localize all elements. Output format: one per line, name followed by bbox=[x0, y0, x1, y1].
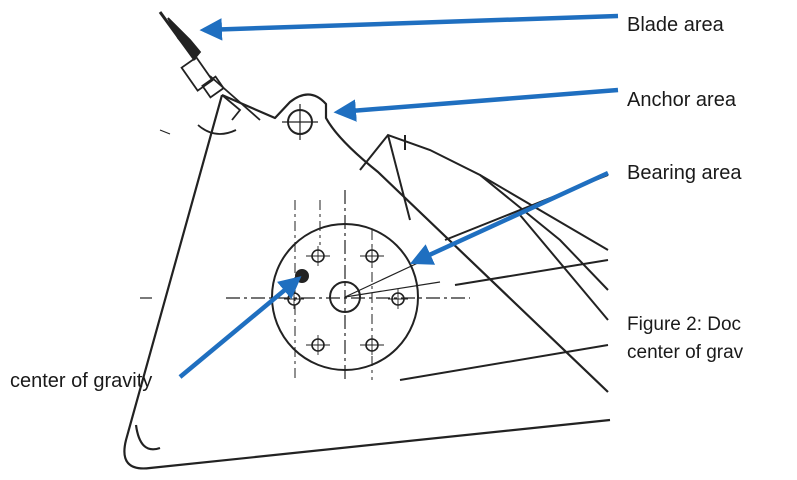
caption-line-1: Figure 2: Doc bbox=[627, 314, 742, 335]
beam-structure bbox=[359, 133, 609, 381]
caption-line-2: center of grav bbox=[627, 342, 744, 363]
blade-mechanism bbox=[158, 11, 261, 135]
anchor-arrow bbox=[333, 87, 619, 122]
label-blade-area: Blade area bbox=[627, 14, 724, 36]
center-of-gravity-arrow bbox=[178, 276, 302, 379]
figure-caption: Figure 2: Doc center of grav bbox=[627, 311, 797, 371]
callout-arrows bbox=[178, 13, 619, 379]
blade-arrow bbox=[199, 13, 619, 41]
label-bearing-area: Bearing area bbox=[627, 162, 742, 184]
plate-outline bbox=[123, 93, 611, 470]
label-center-of-gravity: center of gravity bbox=[10, 370, 153, 392]
edge-ticks bbox=[140, 129, 171, 299]
anchor-hole bbox=[282, 104, 318, 140]
label-anchor-area: Anchor area bbox=[627, 89, 736, 111]
bearing-arrow bbox=[409, 170, 609, 265]
bearing-assembly bbox=[226, 190, 470, 380]
